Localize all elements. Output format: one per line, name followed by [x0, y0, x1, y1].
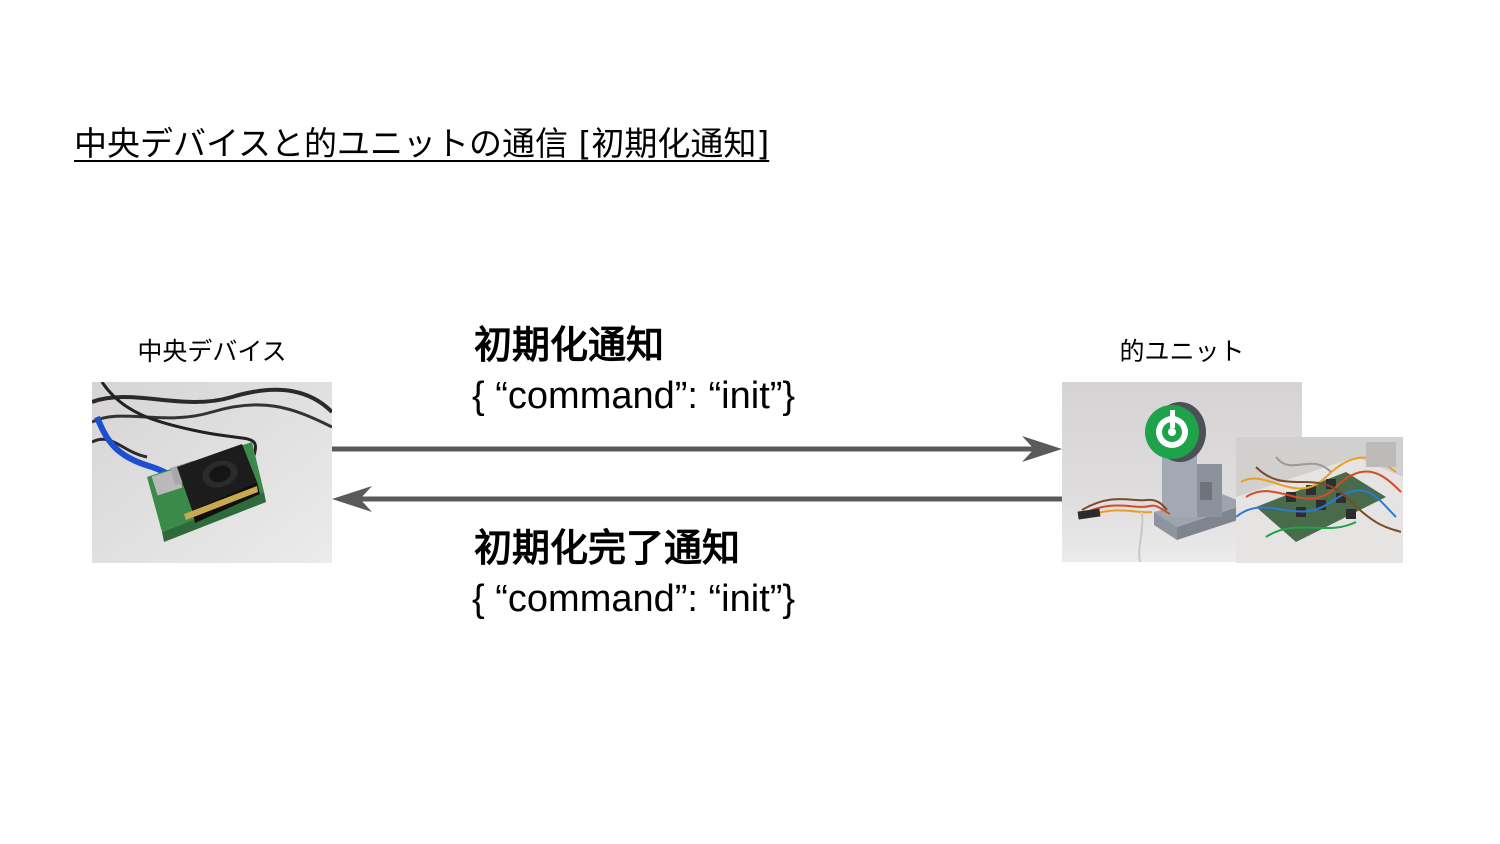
target-unit-board-photo	[1236, 437, 1403, 563]
central-device-label: 中央デバイス	[137, 337, 287, 366]
init-arrow	[332, 436, 1062, 462]
init-done-arrow	[332, 486, 1062, 512]
init-done-message-payload: { “command”: “init”}	[472, 578, 796, 620]
init-message-payload: { “command”: “init”}	[472, 375, 796, 417]
slide-title: 中央デバイスと的ユニットの通信 [初期化通知]	[74, 124, 770, 163]
central-device-photo	[92, 382, 332, 563]
init-message-title: 初期化通知	[474, 323, 665, 367]
target-unit-photo	[1062, 382, 1302, 562]
init-done-message-title: 初期化完了通知	[474, 526, 741, 570]
target-unit-label: 的ユニット	[1119, 337, 1245, 366]
